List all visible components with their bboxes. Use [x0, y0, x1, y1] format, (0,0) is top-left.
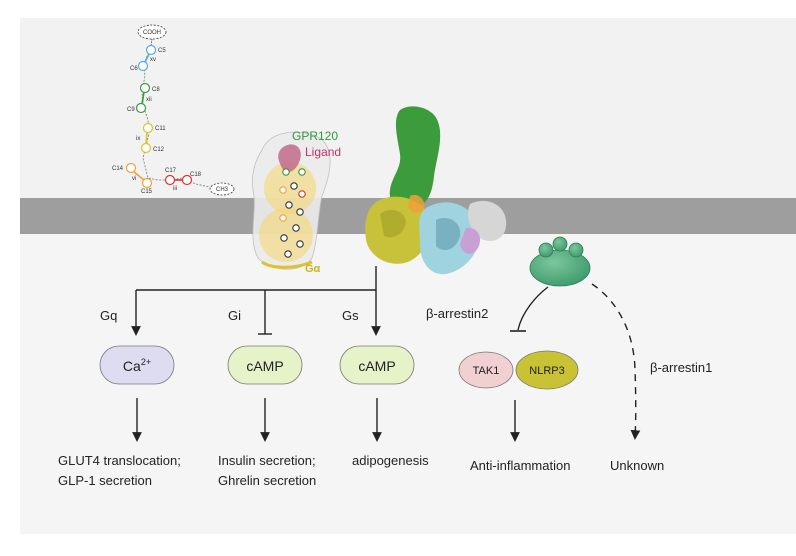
ca-node: [99, 345, 175, 385]
c11-atom: [142, 122, 154, 134]
ligand-blob: [278, 144, 301, 173]
c12-atom: [140, 142, 152, 154]
gi-outcome-line1: Insulin secretion;: [218, 453, 316, 468]
bond-ix-label: ix: [136, 136, 140, 142]
g-alpha-label: Gα: [305, 263, 321, 275]
scfv-density: [467, 200, 507, 242]
c8-atom: [139, 82, 151, 94]
nlrp3-node: [515, 350, 579, 390]
c15-atom: [141, 177, 153, 189]
gq-outcome-line2: GLP-1 secretion: [58, 473, 152, 488]
bond-xii-label: xii: [146, 97, 152, 103]
ligand-structure: COOH CH3 C5 C6 C8 C9 C11 C12 C14 C15 C1: [112, 24, 235, 196]
gi-label: Gi: [228, 308, 241, 323]
arrestin2-inhibition-line: [517, 286, 549, 331]
c8-label: C8: [152, 87, 160, 93]
c9-atom: [135, 102, 147, 114]
c14-atom: [125, 162, 137, 174]
g-gamma-density: [460, 227, 481, 254]
cryo-em-complex: [365, 106, 507, 275]
ch3-group: [209, 182, 235, 196]
gs-camp-label: cAMP: [358, 358, 395, 374]
gi-camp-node: [227, 345, 303, 385]
gq-outcome-line1: GLUT4 translocation;: [58, 453, 181, 468]
cooh-label: COOH: [143, 30, 161, 36]
c17-atom: [164, 174, 176, 186]
bond-vi-label: vi: [132, 176, 136, 182]
c11-label: C11: [155, 126, 166, 132]
ligand-label: Ligand: [305, 145, 341, 159]
arrestin1-dashed-arrow: [591, 283, 641, 440]
ch3-label: CH3: [216, 187, 229, 193]
arrestin1-outcome: Unknown: [610, 458, 664, 473]
gi-camp-label: cAMP: [246, 358, 283, 374]
cooh-group: [137, 24, 167, 40]
c15-label: C15: [141, 189, 153, 195]
receptor-schematic: GPR120 Ligand Gα: [252, 129, 341, 275]
gi-outcome-line2: Ghrelin secretion: [218, 473, 316, 488]
g-alpha-helix: [261, 260, 313, 269]
arrestin2-outcome: Anti-inflammation: [470, 458, 570, 473]
gs-outcome-line1: adipogenesis: [352, 453, 429, 468]
ca-node-label: Ca2+: [123, 357, 151, 374]
c5-atom: [145, 44, 157, 56]
c17-label: C17: [165, 168, 177, 174]
beta-arrestin-shape: [529, 236, 591, 287]
c12-label: C12: [153, 147, 165, 153]
tak1-node: [458, 351, 514, 389]
gs-label: Gs: [342, 308, 359, 323]
c14-label: C14: [112, 166, 124, 172]
receptor-density: [389, 106, 441, 211]
arrestin2-label: β-arrestin2: [426, 306, 488, 321]
c6-label: C6: [130, 66, 138, 72]
nlrp3-label: NLRP3: [529, 365, 564, 377]
arrestin1-label: β-arrestin1: [650, 360, 712, 375]
gq-label: Gq: [100, 308, 117, 323]
tak1-label: TAK1: [473, 365, 500, 377]
bond-iii-label: iii: [173, 186, 177, 192]
c6-atom: [137, 60, 149, 72]
bond-xv-label: xv: [150, 57, 156, 63]
c18-label: C18: [190, 172, 202, 178]
c9-label: C9: [127, 107, 135, 113]
c5-label: C5: [158, 48, 166, 54]
g-protein-branches: [131, 266, 381, 336]
gpr120-label: GPR120: [292, 129, 338, 143]
gs-camp-node: [339, 345, 415, 385]
